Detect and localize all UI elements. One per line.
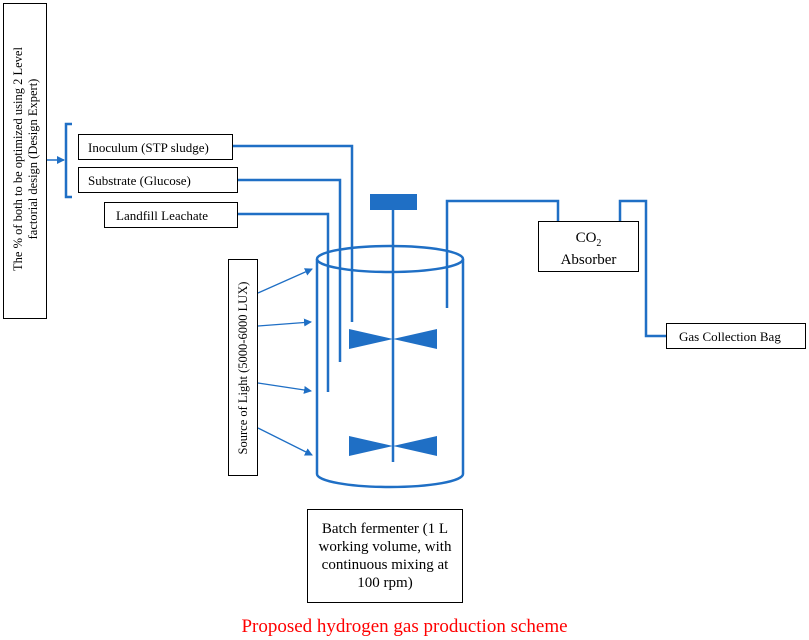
fermenter-vessel [315, 244, 465, 489]
light-source-box: Source of Light (5000-6000 LUX) [228, 259, 258, 476]
substrate-box: Substrate (Glucose) [78, 167, 238, 193]
gas-collection-bag-label: Gas Collection Bag [679, 329, 781, 344]
gas-to-bag-pipe [618, 199, 666, 338]
substrate-pipe [238, 178, 342, 362]
fermenter-line3: continuous mixing at [321, 557, 449, 573]
inoculum-pipe [233, 144, 354, 322]
co2-absorber-formula: CO2 [539, 230, 638, 252]
co2-absorber-box: CO2 Absorber [538, 221, 639, 272]
leachate-box: Landfill Leachate [104, 202, 238, 228]
optimization-note-line2: factorial design (Design Expert) [26, 78, 40, 240]
fermenter-line2: working volume, with [318, 539, 452, 555]
light-source-label: Source of Light (5000-6000 LUX) [236, 281, 250, 455]
optimization-note-box: The % of both to be optimized using 2 Le… [3, 3, 47, 319]
optimization-note-text: The % of both to be optimized using 2 Le… [11, 14, 41, 304]
fermenter-line1: Batch fermenter (1 L [321, 521, 449, 537]
co2-subscript: 2 [596, 238, 602, 249]
leachate-label: Landfill Leachate [116, 208, 209, 223]
light-arrows [257, 268, 313, 456]
fermenter-line4: 100 rpm) [357, 575, 413, 591]
figure-caption: Proposed hydrogen gas production scheme [241, 616, 568, 637]
co2-prefix: CO [575, 230, 597, 246]
co2-absorber-label: Absorber [560, 252, 617, 268]
gas-collection-bag-box: Gas Collection Bag [666, 323, 806, 349]
stirrer [349, 194, 437, 462]
input-bracket [64, 122, 72, 199]
fermenter-description-box: Batch fermenter (1 L working volume, wit… [307, 509, 463, 603]
leachate-pipe [238, 212, 330, 392]
substrate-label: Substrate (Glucose) [88, 173, 191, 188]
optimization-note-line1: The % of both to be optimized using 2 Le… [11, 47, 25, 271]
gas-outlet-pipe [445, 199, 560, 308]
inoculum-box: Inoculum (STP sludge) [78, 134, 233, 160]
inoculum-label: Inoculum (STP sludge) [88, 140, 209, 155]
